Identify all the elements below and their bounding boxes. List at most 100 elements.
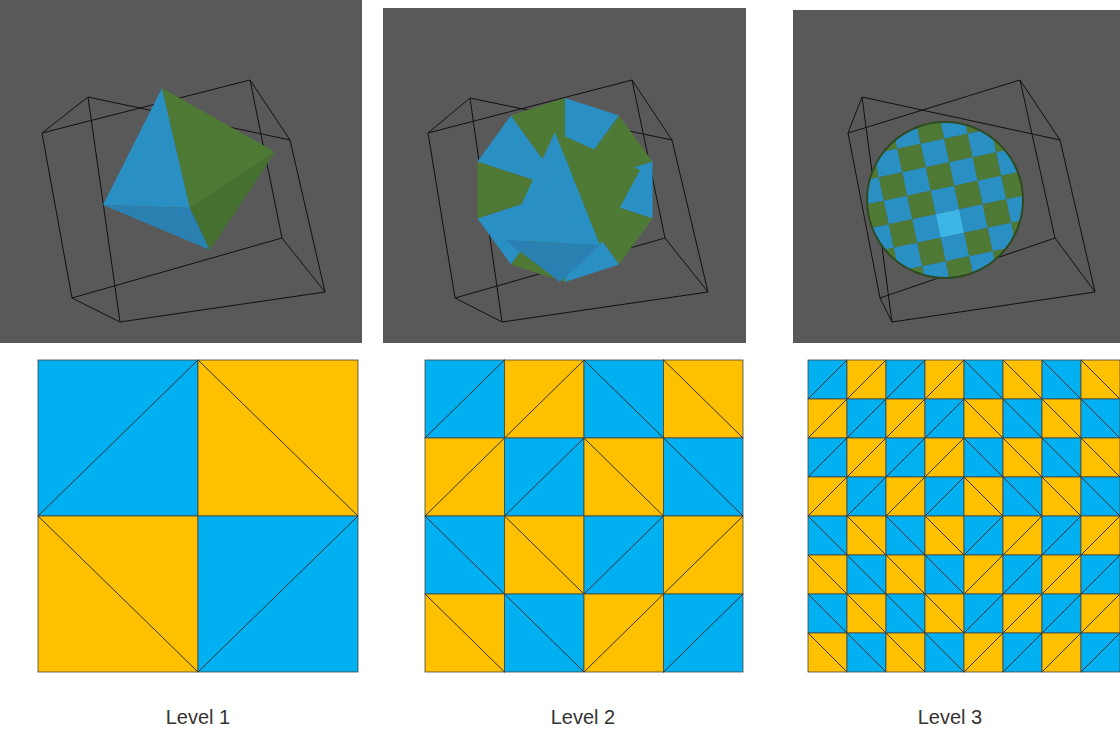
uv-grid [38,360,358,672]
grid-diagonal [964,633,1003,672]
sphere-face [1016,241,1044,269]
sphere-face [857,300,885,328]
grid-diagonal [964,594,1003,633]
grid-cell [964,438,1003,477]
grid-diagonal [1003,360,1042,399]
sphere-face [1033,90,1061,118]
grid-cell [1081,516,1120,555]
grid-cell [505,360,585,438]
octahedron-render [42,80,325,322]
grid-cell [38,516,198,672]
grid-diagonal [664,438,744,516]
sphere-face [978,176,1006,204]
sphere-face [1021,265,1049,293]
grid-cell [38,360,198,516]
grid-cell [964,516,1003,555]
grid-diagonal [1003,555,1042,594]
cube-edge [1020,80,1060,140]
sphere-face [870,248,898,276]
grid-cell [1003,360,1042,399]
grid-diagonal [847,477,886,516]
sphere-face [1050,283,1078,311]
grid-cell [925,633,964,672]
sphere-face [788,93,816,121]
grid-diagonal [847,594,886,633]
grid-cell [1003,555,1042,594]
grid-cell [808,477,847,516]
sphere-face [828,281,856,309]
sphere-face [894,243,922,271]
cube-edge [848,97,862,133]
grid-diagonal [847,399,886,438]
sphere-face [926,162,954,190]
grid-cell [425,438,505,516]
grid-diagonal [584,438,664,516]
sphere-face [865,224,893,252]
grid-cell [584,438,664,516]
sphere-face [1005,72,1033,100]
sphere-face [859,78,887,106]
sphere-face [1045,260,1073,288]
grid-diagonal [664,594,744,672]
sphere-face [1073,278,1101,306]
grid-cell [886,516,925,555]
sphere-face [951,280,979,308]
grid-cell [1042,360,1081,399]
render-panel [0,0,362,343]
grid-cell [886,438,925,477]
grid-diagonal [964,477,1003,516]
sphere-face [817,112,845,140]
grid-diagonal [198,516,358,672]
sphere-face [832,182,860,210]
sphere-face [916,115,944,143]
grid-cell [847,360,886,399]
grid-cell [1003,438,1042,477]
sphere-face [1003,293,1031,321]
sphere-face [934,87,962,115]
sphere-face [1030,189,1058,217]
cube-edge [428,98,470,133]
sphere-face [862,323,890,351]
grid-cell [964,477,1003,516]
grid-diagonal [925,360,964,399]
sphere-face [1040,236,1068,264]
sphere-face [1000,48,1028,76]
grid-diagonal [1003,399,1042,438]
grid-cell [425,594,505,672]
grid-cell [925,438,964,477]
grid-diagonal [925,516,964,555]
grid-diagonal [886,399,925,438]
grid-cell [425,360,505,438]
grid-diagonal [886,633,925,672]
grid-diagonal [1081,477,1120,516]
grid-diagonal [1042,633,1081,672]
grid-cell [1003,594,1042,633]
grid-cell [925,516,964,555]
sphere-face [949,157,977,185]
grid-cell [505,438,585,516]
sphere-face [929,63,957,91]
grid-diagonal [1042,594,1081,633]
grid-cell [964,360,1003,399]
cube-edge [1055,238,1095,292]
grid-cell [1042,516,1081,555]
cube-edge [455,298,502,322]
grid-cell [847,555,886,594]
sphere-face [953,58,981,86]
grid-diagonal [1042,516,1081,555]
sphere-face [833,305,861,333]
sphere-face [847,253,875,281]
grid-cell [1042,477,1081,516]
polyhedron-render [428,80,708,322]
uv-grid [808,360,1120,672]
sphere-face [973,152,1001,180]
cube-edge [42,80,282,298]
sphere-face [887,97,915,125]
grid-cell [1042,555,1081,594]
grid-diagonal [1042,555,1081,594]
sphere-face [838,328,866,356]
grid-cell [584,516,664,594]
sphere-face [909,313,937,341]
grid-diagonal [886,438,925,477]
grid-diagonal [584,360,664,438]
